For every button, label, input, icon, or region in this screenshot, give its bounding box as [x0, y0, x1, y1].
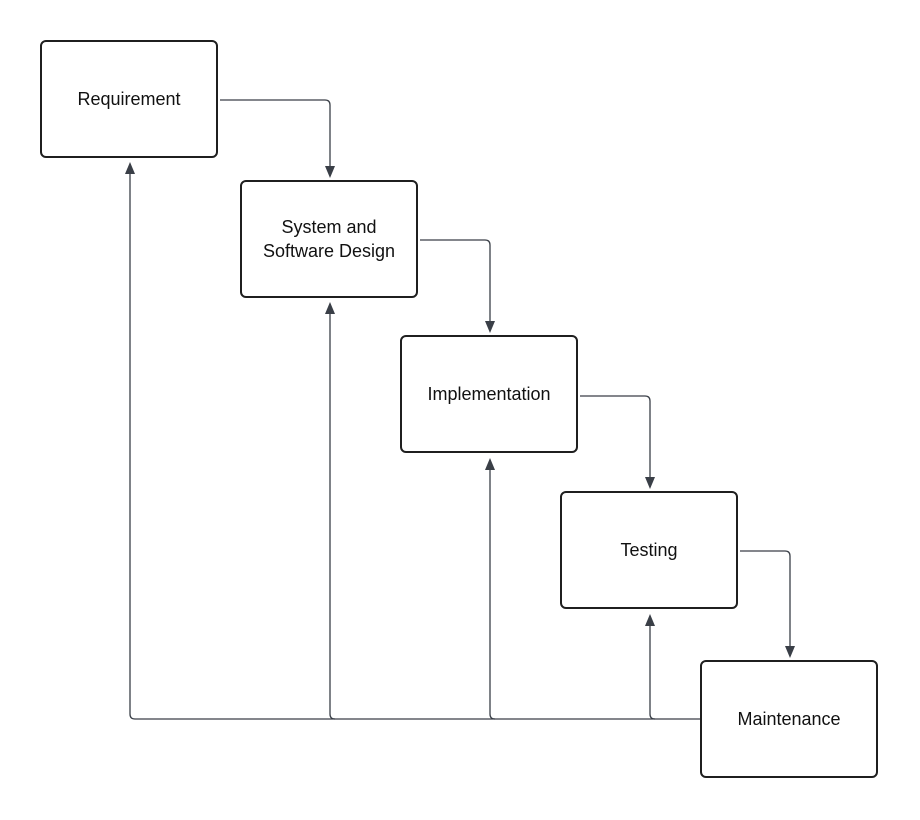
connector-implementation-to-testing [580, 395, 651, 481]
stage-design-box: System and Software Design [240, 180, 418, 298]
stage-requirement-box: Requirement [40, 40, 218, 158]
arrowhead-to-testing [645, 477, 655, 489]
arrowhead-feedback-implementation [485, 458, 495, 470]
connector-requirement-to-design [220, 99, 331, 170]
stage-testing-box: Testing [560, 491, 738, 609]
stage-implementation-box: Implementation [400, 335, 578, 453]
arrowhead-to-design [325, 166, 335, 178]
arrowhead-feedback-design [325, 302, 335, 314]
arrowhead-to-implementation [485, 321, 495, 333]
stage-design-label: System and Software Design [262, 217, 396, 261]
feedback-maintenance-to-design [329, 312, 336, 720]
feedback-maintenance-to-requirement [129, 172, 700, 720]
arrowhead-to-maintenance [785, 646, 795, 658]
stage-requirement-label: Requirement [77, 89, 181, 109]
arrowhead-feedback-testing [645, 614, 655, 626]
feedback-maintenance-to-testing [649, 624, 656, 720]
stage-maintenance-box: Maintenance [700, 660, 878, 778]
feedback-maintenance-to-implementation [489, 468, 496, 720]
stage-implementation-label: Implementation [427, 384, 551, 404]
connector-testing-to-maintenance [740, 550, 791, 650]
connector-design-to-implementation [420, 239, 491, 325]
stage-maintenance-label: Maintenance [737, 709, 841, 729]
arrowhead-feedback-requirement [125, 162, 135, 174]
stage-testing-label: Testing [620, 540, 678, 560]
